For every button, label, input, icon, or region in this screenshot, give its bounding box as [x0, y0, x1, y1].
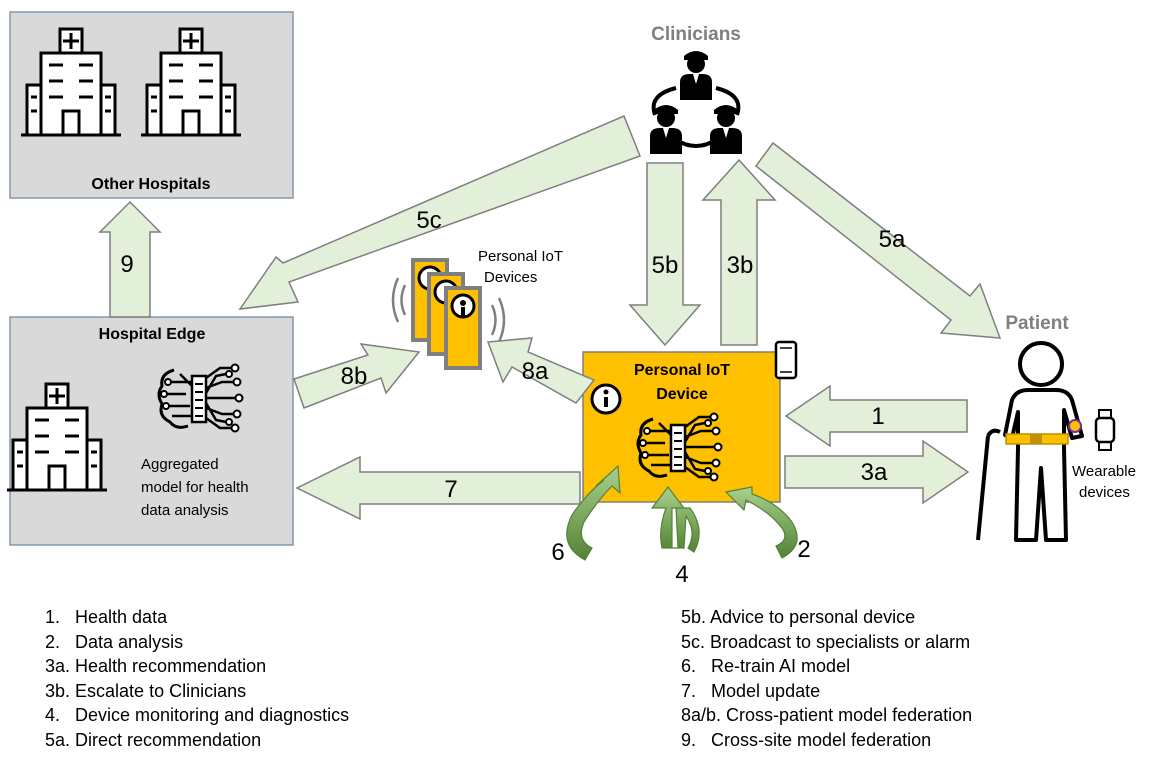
other-hospitals-box: Other Hospitals	[10, 12, 293, 198]
arrow-7	[297, 457, 580, 519]
clinicians-group: Clinicians	[650, 24, 742, 154]
clinician-icon	[650, 105, 682, 154]
wearable-label-1: Wearable	[1072, 463, 1136, 480]
arrow-7-label: 7	[444, 476, 457, 503]
arrow-5c-label: 5c	[416, 207, 441, 234]
personal-iot-devices-label-1: Personal IoT	[478, 248, 563, 265]
other-hospitals-title: Other Hospitals	[91, 176, 210, 193]
signal-waves-icon	[492, 298, 504, 342]
personal-iot-device-title-1: Personal IoT	[634, 362, 730, 379]
patient-group: Patient Wearable devices	[978, 313, 1136, 540]
smartwatch-icon	[1096, 410, 1114, 450]
personal-iot-devices-cluster: Personal IoT Devices	[393, 248, 563, 368]
arrow-8b-label: 8b	[341, 363, 368, 390]
arrow-1-label: 1	[871, 403, 884, 430]
hospital-edge-title: Hospital Edge	[99, 326, 206, 343]
arrow-5a-label: 5a	[879, 226, 906, 253]
hospital-edge-box: Hospital Edge Aggregated model for healt…	[7, 317, 293, 545]
legend-item: 3b. Escalate to Clinicians	[45, 679, 349, 704]
legend-item: 6. Re-train AI model	[681, 654, 972, 679]
legend-item: 5a. Direct recommendation	[45, 728, 349, 753]
legend-item: 2. Data analysis	[45, 630, 349, 655]
wearable-band	[1069, 420, 1081, 432]
personal-iot-devices-label-2: Devices	[484, 269, 537, 286]
wearable-buckle	[1030, 434, 1042, 444]
legend-item: 5c. Broadcast to specialists or alarm	[681, 630, 972, 655]
aggregated-model-line-3: data analysis	[141, 502, 229, 519]
legend-item: 7. Model update	[681, 679, 972, 704]
legend-item: 8a/b. Cross-patient model federation	[681, 703, 972, 728]
legend-left: 1. Health data 2. Data analysis 3a. Heal…	[45, 605, 349, 752]
aggregated-model-line-1: Aggregated	[141, 456, 219, 473]
aggregated-model-line-2: model for health	[141, 479, 249, 496]
legend-item: 1. Health data	[45, 605, 349, 630]
legend-item: 4. Device monitoring and diagnostics	[45, 703, 349, 728]
personal-iot-device-title-2: Device	[656, 386, 708, 403]
signal-waves-icon	[393, 278, 405, 322]
clinician-icon	[710, 105, 742, 154]
clinicians-label: Clinicians	[651, 24, 741, 45]
clinician-icon	[680, 51, 712, 100]
legend-item: 3a. Health recommendation	[45, 654, 349, 679]
arrow-5b-label: 5b	[652, 252, 679, 279]
loop-arrow-2	[726, 487, 797, 558]
arrow-3a-label: 3a	[861, 459, 888, 486]
arrow-8a-label: 8a	[522, 358, 549, 385]
loop-6-label: 6	[551, 539, 564, 566]
arrow-3b-label: 3b	[727, 252, 754, 279]
loop-2-label: 2	[797, 536, 810, 563]
arrow-9-label: 9	[120, 251, 133, 278]
patient-label: Patient	[1005, 313, 1069, 334]
info-icon	[592, 385, 620, 413]
loop-4-label: 4	[675, 561, 688, 588]
legend-item: 5b. Advice to personal device	[681, 605, 972, 630]
smartphone-icon	[776, 342, 796, 378]
legend-right: 5b. Advice to personal device 5c. Broadc…	[681, 605, 972, 752]
legend-item: 9. Cross-site model federation	[681, 728, 972, 753]
wearable-label-2: devices	[1079, 484, 1130, 501]
